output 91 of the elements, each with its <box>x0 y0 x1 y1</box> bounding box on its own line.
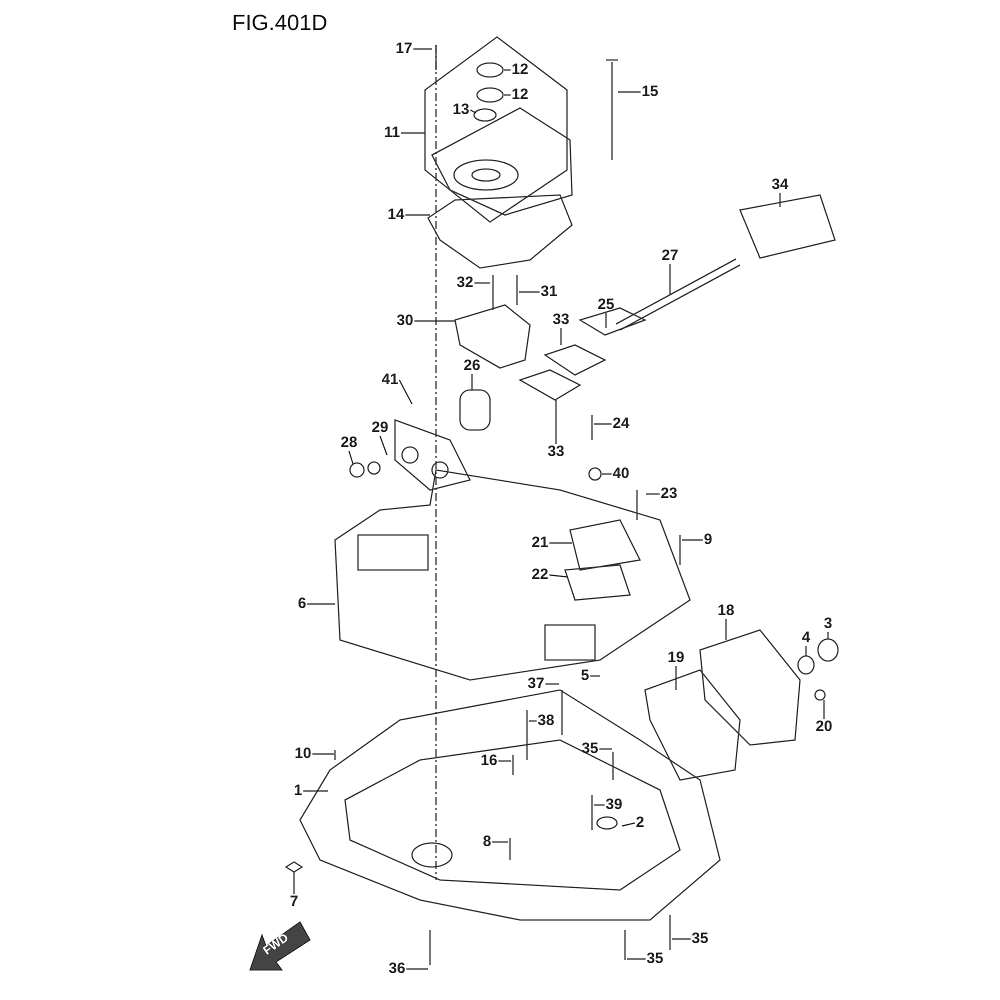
leader-line <box>504 69 511 71</box>
callout-number: 28 <box>340 435 358 451</box>
leader-line <box>405 214 430 216</box>
leader-line <box>594 423 612 425</box>
leader-line <box>669 264 671 295</box>
leader-line <box>646 493 660 495</box>
callout-number: 29 <box>370 420 390 436</box>
callout-number: 17 <box>394 41 414 57</box>
leader-line <box>529 720 537 722</box>
callout-number: 15 <box>640 84 660 100</box>
callout-number: 3 <box>822 616 834 632</box>
callout-number: 14 <box>386 207 406 223</box>
leader-line <box>492 841 508 843</box>
leader-line <box>672 938 691 940</box>
leader-line <box>594 804 605 806</box>
leader-line <box>545 683 559 685</box>
callout-number: 33 <box>546 444 566 460</box>
callout-number: 23 <box>660 486 678 502</box>
leader-line <box>504 94 511 96</box>
leader-line <box>725 619 727 640</box>
callout-number: 20 <box>814 719 834 735</box>
figure-title: FIG.401D <box>232 10 328 36</box>
callout-number: 10 <box>294 746 312 762</box>
callout-number: 30 <box>396 313 414 329</box>
callout-number: 8 <box>482 834 492 850</box>
leader-line <box>379 436 388 456</box>
leader-line <box>348 450 354 464</box>
leader-line <box>413 48 432 50</box>
leader-line <box>805 646 807 656</box>
callout-number: 2 <box>634 815 646 831</box>
leader-line <box>549 542 572 544</box>
leader-line <box>675 666 677 690</box>
leader-line <box>590 675 600 677</box>
callout-number: 9 <box>702 532 714 548</box>
leader-line <box>827 632 829 639</box>
callout-number: 27 <box>660 248 680 264</box>
leader-line <box>414 320 455 322</box>
leader-line <box>682 539 703 541</box>
callout-number: 34 <box>770 177 790 193</box>
leader-line <box>779 193 781 207</box>
callout-number: 24 <box>612 416 630 432</box>
callout-number: 12 <box>510 87 530 103</box>
leader-line <box>471 374 473 390</box>
callout-number: 12 <box>510 62 530 78</box>
leader-line <box>555 400 557 444</box>
leader-line <box>602 473 612 475</box>
callout-number: 5 <box>580 668 590 684</box>
callout-number: 25 <box>596 297 616 313</box>
leader-line <box>406 968 428 970</box>
callout-number: 39 <box>604 797 624 813</box>
callout-number: 37 <box>526 676 546 692</box>
leader-line <box>823 700 825 719</box>
leader-line <box>307 603 335 605</box>
leader-line <box>627 958 646 960</box>
callout-number: 40 <box>612 466 630 482</box>
callout-number: 6 <box>296 596 308 612</box>
callout-number: 13 <box>452 102 470 118</box>
callout-number: 35 <box>690 931 710 947</box>
leader-line <box>498 760 511 762</box>
callout-number: 31 <box>540 284 558 300</box>
callout-number: 35 <box>646 951 664 967</box>
callout-number: 16 <box>480 753 498 769</box>
callout-number: 38 <box>536 713 556 729</box>
leader-line <box>474 282 490 284</box>
callout-number: 41 <box>380 372 400 388</box>
leader-line <box>549 574 568 578</box>
leader-line <box>312 753 334 755</box>
callout-number: 35 <box>580 741 600 757</box>
leader-line <box>519 291 540 293</box>
callout-number: 33 <box>552 312 570 328</box>
callout-number: 7 <box>288 894 300 910</box>
callout-number: 36 <box>388 961 406 977</box>
callout-number: 22 <box>530 567 550 583</box>
leader-line <box>622 822 635 827</box>
leader-line <box>618 91 641 93</box>
leader-line <box>605 313 607 328</box>
callout-number: 32 <box>456 275 474 291</box>
callout-number: 11 <box>383 125 401 141</box>
leader-line <box>470 109 476 114</box>
leader-line <box>398 380 413 404</box>
leader-line <box>599 748 612 750</box>
callout-number: 19 <box>666 650 686 666</box>
callout-number: 21 <box>530 535 550 551</box>
leader-line <box>560 328 562 345</box>
callout-number: 18 <box>716 603 736 619</box>
callout-number: 26 <box>462 358 482 374</box>
callout-number: 1 <box>292 783 304 799</box>
callout-number: 4 <box>800 630 812 646</box>
leader-line <box>303 790 328 792</box>
leader-line <box>400 132 425 134</box>
leader-line <box>293 872 295 894</box>
